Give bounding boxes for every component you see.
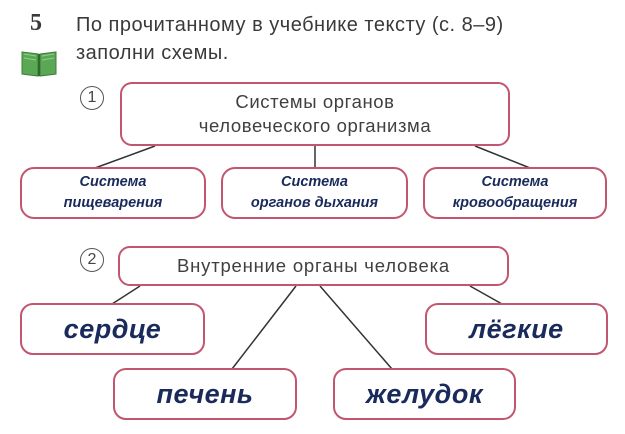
scheme2-item-label: желудок (365, 378, 484, 409)
scheme1-item-label: Система органов дыхания (250, 174, 379, 211)
task-instruction-line1: По прочитанному в учебнике тексту (с. 8–… (76, 14, 504, 36)
scheme2-title: Внутренние органы человека (176, 255, 451, 276)
scheme2-item-label: сердце (63, 313, 162, 344)
task-instruction-line2: заполни схемы. (76, 42, 229, 64)
scheme1-item-label: Система пищеварения (63, 174, 163, 211)
scheme1-item-digestive: Система пищеварения (20, 167, 206, 219)
scheme1-title-box: Системы органов человеческого организма (120, 82, 510, 146)
scheme1-item-circulatory: Система кровообращения (423, 167, 607, 219)
scheme2-item-label: лёгкие (469, 313, 564, 344)
scheme2-item-label: печень (156, 378, 254, 409)
scheme1-item-respiratory: Система органов дыхания (221, 167, 408, 219)
scheme1-number: 1 (80, 86, 104, 110)
scheme2-item-lungs: лёгкие (425, 303, 608, 355)
book-icon (21, 51, 57, 77)
scheme2-item-liver: печень (113, 368, 297, 420)
scheme1-item-label: Система кровообращения (452, 174, 578, 211)
scheme1-title: Системы органов человеческого организма (198, 91, 432, 136)
scheme2-item-heart: сердце (20, 303, 205, 355)
scheme2-title-box: Внутренние органы человека (118, 246, 509, 286)
task-number: 5 (30, 10, 42, 36)
scheme2-item-stomach: желудок (333, 368, 516, 420)
scheme2-number: 2 (80, 248, 104, 272)
